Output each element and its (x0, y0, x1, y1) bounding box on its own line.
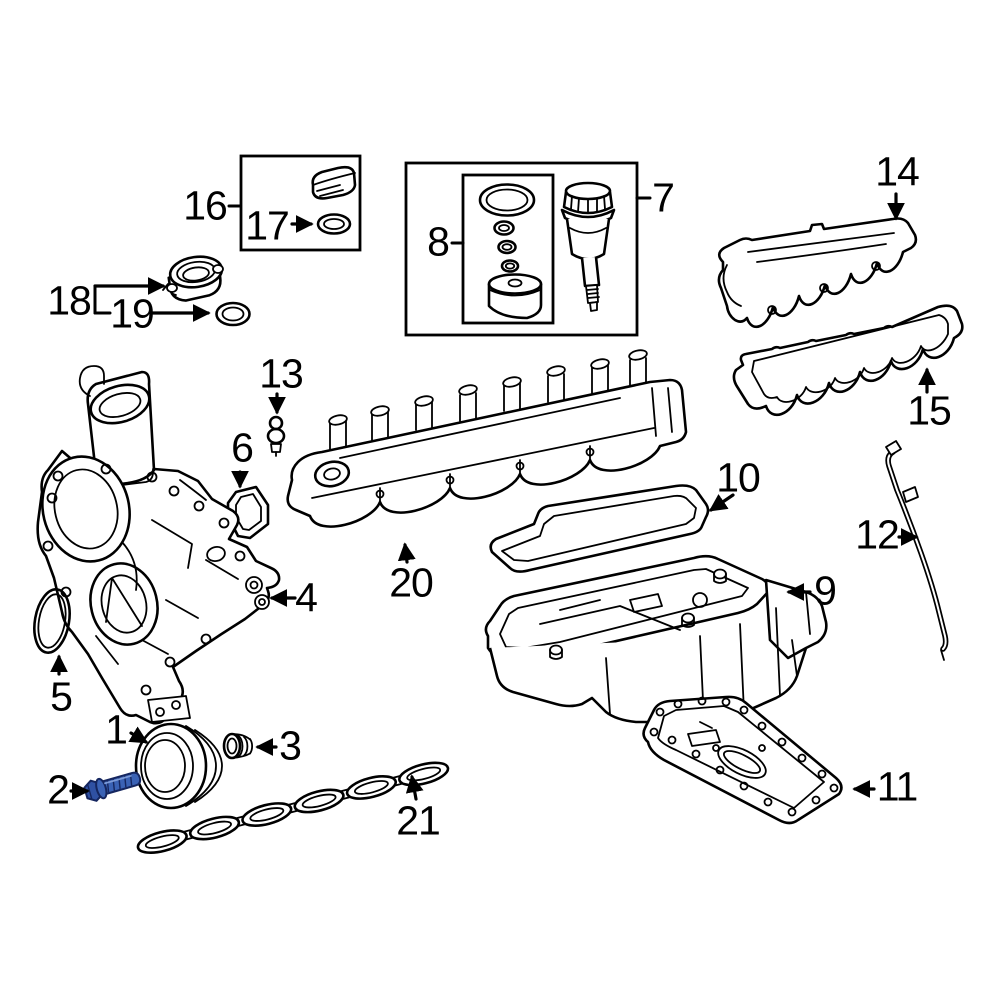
callout-11: 11 (876, 763, 919, 810)
manifold-gasket-drawing (136, 761, 450, 854)
oil-pan-gasket-drawing (489, 484, 710, 573)
callout-arrows (50, 192, 936, 801)
crankshaft-pulley-drawing (134, 722, 223, 810)
callout-4: 4 (295, 574, 318, 621)
callout-3: 3 (279, 722, 302, 769)
valve-cover-gasket-drawing (732, 304, 964, 417)
oil-filter-housing-drawing (560, 181, 616, 312)
callout-1: 1 (105, 706, 128, 753)
intake-manifold-drawing (286, 349, 688, 528)
oil-filler-neck-drawing (162, 255, 224, 302)
timing-cover-o-ring-drawing (33, 588, 71, 654)
callout-5: 5 (50, 673, 73, 720)
filler-cap-box (239, 154, 362, 252)
callout-9: 9 (814, 567, 837, 614)
oil-filter-box (404, 161, 639, 337)
callout-16: 16 (183, 182, 228, 229)
oil-filler-cap-drawing (311, 165, 357, 200)
timing-cover-drawing (36, 365, 281, 725)
oil-dipstick-drawing (885, 440, 949, 661)
callout-18: 18 (47, 277, 92, 324)
filler-neck-seal-drawing (215, 301, 251, 327)
callout-13: 13 (259, 350, 304, 397)
callout-2: 2 (47, 766, 70, 813)
filler-cap-seal-drawing (316, 213, 352, 235)
callout-15: 15 (907, 387, 952, 434)
callout-20: 20 (389, 559, 434, 606)
lower-oil-pan-drawing (642, 695, 843, 825)
pulley-bolt-drawing (83, 771, 142, 802)
callout-10: 10 (716, 454, 761, 501)
oil-filter-kit-drawing (478, 183, 543, 320)
callout-6: 6 (231, 424, 254, 471)
callout-17: 17 (245, 202, 290, 249)
callout-14: 14 (875, 148, 920, 195)
crankshaft-seal-plug-drawing (222, 732, 253, 760)
callout-21: 21 (396, 797, 441, 844)
upper-oil-pan-drawing (484, 554, 828, 724)
bolt-flange (95, 777, 108, 800)
callout-19: 19 (110, 290, 155, 337)
callout-7: 7 (652, 174, 675, 221)
valve-cover-drawing (717, 217, 918, 329)
callout-12: 12 (855, 511, 900, 558)
callout-8: 8 (427, 218, 450, 265)
small-valve-parts-drawing (266, 415, 286, 457)
